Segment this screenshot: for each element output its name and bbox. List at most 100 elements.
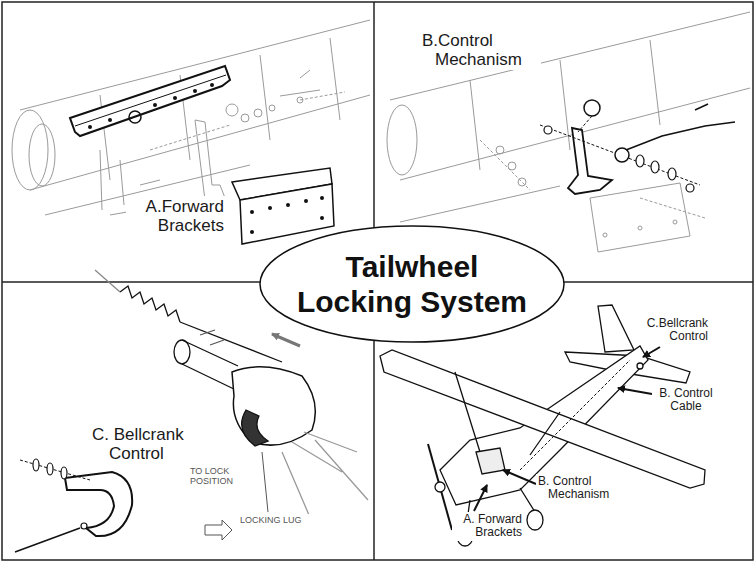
control-mechanism (540, 100, 735, 194)
aircraft (598, 305, 634, 352)
forward-bracket (286, 203, 290, 207)
forward-bracket (129, 111, 141, 123)
aircraft (527, 510, 543, 530)
fuselage-frame (269, 105, 275, 111)
title-ellipse (260, 226, 564, 342)
fuselage-frame (12, 20, 370, 215)
callout-arrow (474, 485, 487, 511)
control-mechanism (651, 161, 659, 173)
aircraft (476, 448, 505, 474)
callout-label: B. Control Mechanism (536, 474, 616, 503)
fuselage-frame (590, 183, 690, 252)
forward-bracket (193, 89, 197, 93)
note-label: TO LOCK POSITION (188, 465, 242, 487)
fuselage-frame (673, 220, 677, 224)
control-mechanism (695, 104, 708, 110)
control-mechanism (544, 126, 552, 134)
forward-bracket (88, 125, 92, 129)
callout-arrow (474, 347, 660, 511)
forward-bracket (268, 206, 272, 210)
tailwheel-assembly (95, 270, 120, 292)
bellcrank-arm (15, 528, 80, 552)
aircraft (380, 350, 705, 488)
tailwheel-assembly (262, 452, 268, 512)
forward-bracket (88, 83, 214, 129)
fuselage-frame (387, 105, 417, 175)
aircraft (435, 482, 445, 492)
bellcrank-arm (20, 460, 90, 480)
tailwheel-assembly (282, 432, 368, 522)
control-mechanism (668, 168, 676, 180)
forward-bracket (320, 216, 324, 220)
fuselage-frame (496, 146, 504, 154)
tailwheel-assembly (182, 340, 238, 390)
forward-bracket (250, 230, 254, 234)
forward-bracket (173, 96, 177, 100)
fuselage-frame (241, 114, 249, 122)
aircraft (520, 360, 630, 470)
fuselage-frame (29, 124, 55, 186)
callout-arrow (618, 388, 652, 394)
fuselage-frame (638, 226, 642, 230)
tailwheel-assembly (205, 520, 232, 540)
forward-bracket (240, 184, 334, 244)
fuselage-frame (480, 140, 530, 190)
part-label: A.Forward Brackets (126, 196, 226, 236)
forward-bracket (153, 103, 157, 107)
tailwheel-assembly (242, 410, 268, 446)
control-mechanism (540, 125, 700, 185)
direction-arrow (272, 334, 300, 346)
bellcrank-arm (81, 523, 87, 529)
fuselage-frame (12, 110, 48, 190)
tailwheel-assembly (200, 330, 224, 345)
forward-bracket (75, 75, 226, 126)
note-label: LOCKING LUG (238, 514, 322, 526)
callout-label: B. Control Cable (652, 386, 720, 415)
fuselage-frame (150, 125, 230, 150)
control-mechanism (578, 116, 592, 132)
control-mechanism (636, 155, 644, 167)
control-mechanism (584, 100, 600, 116)
callout-label: C.Bellcrank Control (636, 316, 710, 345)
forward-bracket (320, 196, 324, 200)
forward-bracket (108, 118, 112, 122)
control-mechanism (686, 184, 694, 192)
forward-bracket (210, 83, 214, 87)
callout-arrow (503, 470, 536, 484)
forward-bracket (250, 210, 254, 214)
bellcrank-arm (33, 459, 39, 471)
fuselage-frame (297, 97, 303, 103)
fuselage-frame (400, 186, 560, 222)
aircraft (428, 444, 452, 530)
bellcrank-arm (47, 463, 53, 475)
forward-bracket (304, 199, 308, 203)
bellcrank-arm (15, 459, 132, 552)
fuselage-frame (100, 150, 124, 210)
forward-bracket (70, 66, 334, 244)
aircraft (637, 363, 643, 369)
fuselage-frame (390, 12, 750, 100)
fuselage-frame (300, 92, 345, 100)
bellcrank-arm (65, 472, 132, 536)
forward-bracket (70, 66, 230, 136)
fuselage-frame (387, 12, 750, 252)
direction-arrow (272, 334, 300, 346)
bellcrank-arm (61, 467, 67, 479)
aircraft (455, 372, 560, 455)
fuselage-frame (603, 233, 607, 237)
fuselage-frame (226, 104, 238, 116)
callout-arrow (643, 347, 660, 357)
control-mechanism (626, 122, 735, 150)
diagram-title: Tailwheel Locking System (288, 250, 536, 319)
tailwheel-assembly (120, 286, 180, 322)
part-label: C. Bellcrank Control (90, 424, 193, 464)
title-ellipse (260, 226, 564, 342)
forward-bracket (250, 196, 324, 234)
tailwheel-assembly (180, 322, 282, 362)
fuselage-frame (640, 198, 705, 218)
fuselage-frame (254, 109, 262, 117)
fuselage-frame (195, 120, 225, 200)
